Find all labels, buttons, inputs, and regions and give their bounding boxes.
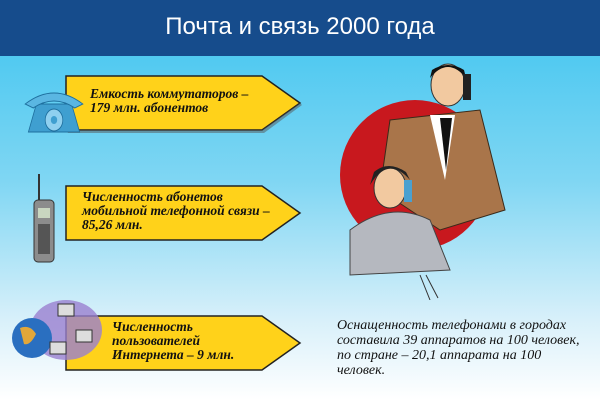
yellow-arrow-shape [65, 185, 302, 241]
fact-text: Численность пользователей Интернета – 9 … [112, 319, 235, 362]
fact-arrow-internet-users: Численность пользователей Интернета – 9 … [62, 312, 302, 371]
yellow-arrow-shape [65, 315, 302, 371]
rotary-phone-icon [24, 92, 84, 133]
people-on-phones-illustration [340, 63, 506, 300]
globe-network-icon [12, 300, 102, 360]
fact-text: Емкость коммутаторов – 179 млн. абоненто… [90, 86, 249, 115]
mobile-phone-icon [33, 174, 55, 263]
fact-arrow-switch-capacity: Емкость коммутаторов – 179 млн. абоненто… [62, 72, 302, 133]
fact-text: Численность абонетов мобильной телефонно… [82, 189, 270, 232]
phone-density-note: Оснащенность телефонами в городах состав… [337, 318, 580, 378]
fact-arrow-mobile-subscribers: Численность абонетов мобильной телефонно… [62, 182, 302, 241]
page-title: Почта и связь 2000 года [0, 0, 600, 56]
